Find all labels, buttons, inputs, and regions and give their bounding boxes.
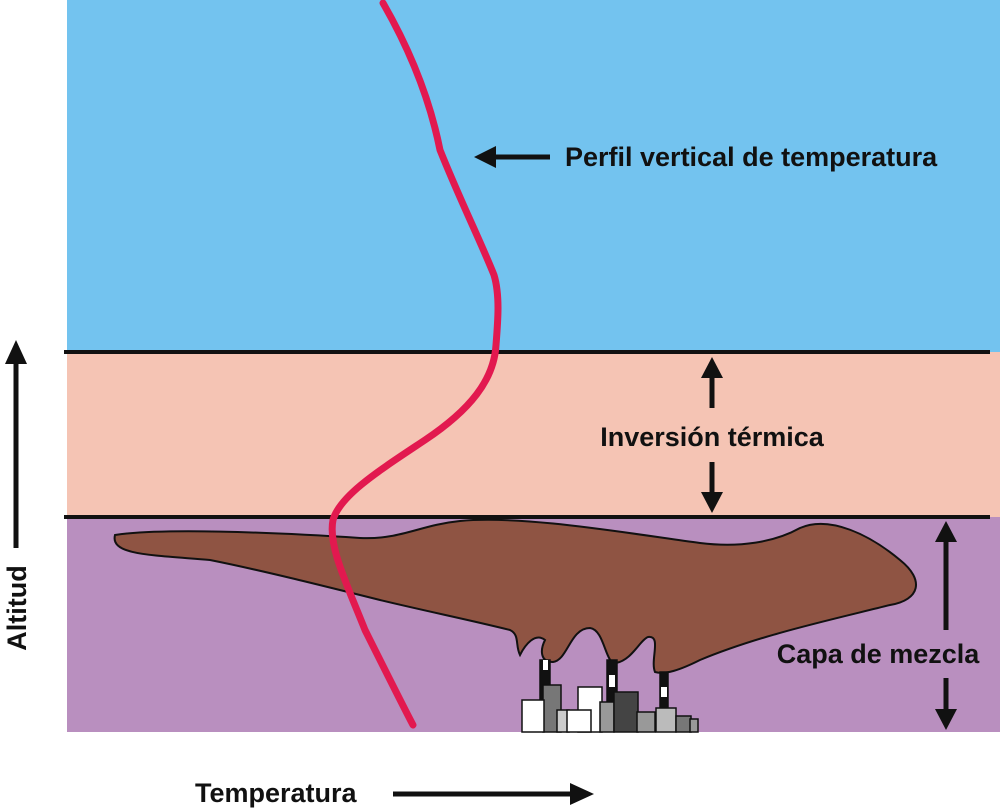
altitude-axis-arrow-icon	[5, 340, 27, 548]
temperature-axis-arrow-icon	[393, 783, 594, 805]
profile-pointer-arrow	[474, 146, 550, 168]
mixing-layer-label: Capa de mezcla	[777, 639, 981, 669]
factory-smokestacks-icon	[521, 659, 699, 733]
inversion-extent-arrow	[701, 357, 723, 513]
temperature-axis-label: Temperatura	[195, 778, 358, 808]
inversion-label: Inversión térmica	[600, 422, 825, 452]
inversion-layer	[67, 352, 1000, 517]
upper-air-layer	[67, 0, 1000, 352]
altitude-axis-label: Altitud	[2, 565, 32, 650]
temperature-profile-line	[328, 0, 502, 729]
mixing-layer-extent-arrow	[935, 521, 957, 730]
pollution-plume	[113, 518, 917, 674]
temperature-profile-label: Perfil vertical de temperatura	[565, 142, 938, 172]
